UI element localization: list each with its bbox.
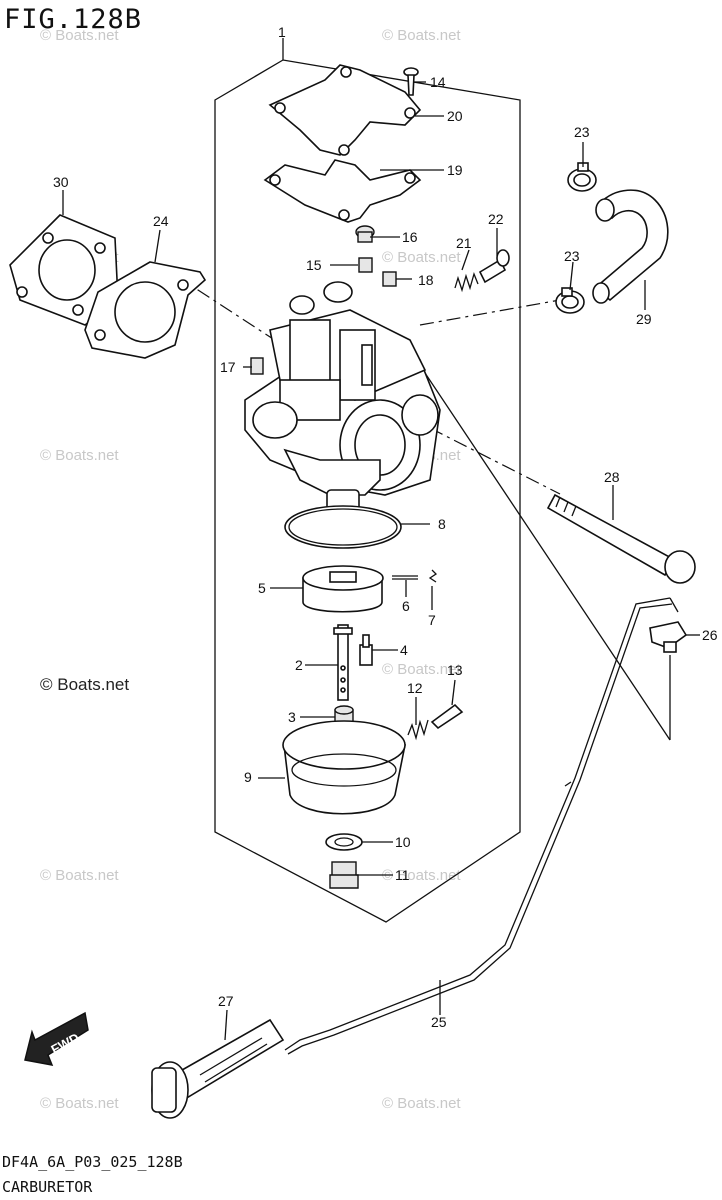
callout-8: 8	[438, 516, 446, 532]
float-part-5	[302, 565, 384, 613]
watermark: © Boats.net	[382, 867, 461, 884]
clip-part-7	[428, 569, 438, 583]
callout-21: 21	[456, 235, 472, 251]
gasket-part-19	[263, 159, 422, 223]
figure-title: FIG.128B	[4, 4, 143, 35]
plug-part-16	[355, 225, 375, 243]
callout-11: 11	[395, 867, 410, 883]
bolt-part-28	[546, 493, 696, 584]
choke-knob-part-27	[151, 1018, 285, 1119]
callout-18: 18	[418, 272, 434, 288]
watermark: © Boats.net	[382, 661, 461, 678]
watermark: © Boats.net	[40, 867, 119, 884]
callouts: 1 2 3 4 5 6 7 8 9 10 11 12 13 14 15 16 1…	[53, 24, 718, 1030]
carburetor-body	[244, 281, 441, 531]
screw-part-14	[403, 67, 419, 96]
callout-9: 9	[244, 769, 252, 785]
callout-29: 29	[636, 311, 652, 327]
callout-4: 4	[400, 642, 408, 658]
spacer-part-30	[9, 214, 119, 326]
diagram-name: CARBURETOR	[2, 1178, 93, 1196]
pilot-screw-part-13	[430, 703, 464, 730]
callout-10: 10	[395, 834, 411, 850]
plug-part-17	[250, 357, 264, 375]
callout-5: 5	[258, 580, 266, 596]
gasket-part-20	[268, 64, 422, 156]
callout-25: 25	[431, 1014, 447, 1030]
hose-part-29	[592, 189, 669, 304]
callout-12: 12	[407, 680, 423, 696]
leader-lines	[62, 38, 700, 1041]
callout-6: 6	[402, 598, 410, 614]
spring-part-12	[407, 719, 429, 741]
callout-22: 22	[488, 211, 504, 227]
diagram-code: DF4A_6A_P03_025_128B	[2, 1153, 183, 1171]
callout-28: 28	[604, 469, 620, 485]
watermark: © Boats.net	[382, 249, 461, 266]
callout-16: 16	[402, 229, 418, 245]
callout-7: 7	[428, 612, 436, 628]
needle-valve-part-4	[359, 634, 373, 666]
nozzle-part-2	[333, 624, 353, 701]
watermark: © Boats.net	[40, 447, 119, 464]
callout-23-top: 23	[574, 124, 590, 140]
clip-part-26	[649, 621, 688, 653]
callout-15: 15	[306, 257, 322, 273]
callout-2: 2	[295, 657, 303, 673]
screw-part-22	[478, 249, 510, 284]
oring-part-8-inner	[288, 508, 398, 546]
gasket-part-24	[84, 261, 207, 359]
plug-part-15	[358, 257, 373, 273]
callout-20: 20	[447, 108, 463, 124]
callout-19: 19	[447, 162, 463, 178]
spring-part-21	[454, 271, 479, 293]
callout-26: 26	[702, 627, 718, 643]
watermark: © Boats.net	[40, 1095, 119, 1112]
callout-14: 14	[430, 74, 446, 90]
callout-13: 13	[447, 662, 463, 678]
float-bowl-part-9	[282, 720, 406, 815]
pin-part-6	[392, 575, 418, 580]
drain-screw-part-11	[329, 861, 359, 889]
watermark: © Boats.net	[382, 1095, 461, 1112]
callout-27: 27	[218, 993, 234, 1009]
watermark: © Boats.net	[40, 27, 119, 44]
plug-part-18	[382, 271, 397, 287]
callout-1: 1	[278, 24, 286, 40]
clamp-part-23-bottom	[555, 287, 585, 314]
fwd-arrow-icon: FWD	[24, 1011, 89, 1066]
callout-23-bottom: 23	[564, 248, 580, 264]
callout-24: 24	[153, 213, 169, 229]
watermark-main: © Boats.net	[40, 675, 129, 694]
callout-17: 17	[220, 359, 236, 375]
callout-3: 3	[288, 709, 296, 725]
watermark: © Boats.net	[382, 27, 461, 44]
callout-30: 30	[53, 174, 69, 190]
washer-part-10	[325, 833, 363, 851]
choke-rod-part-25	[284, 597, 679, 1055]
oring-part-8	[284, 505, 402, 549]
clamp-part-23-top	[567, 162, 597, 192]
